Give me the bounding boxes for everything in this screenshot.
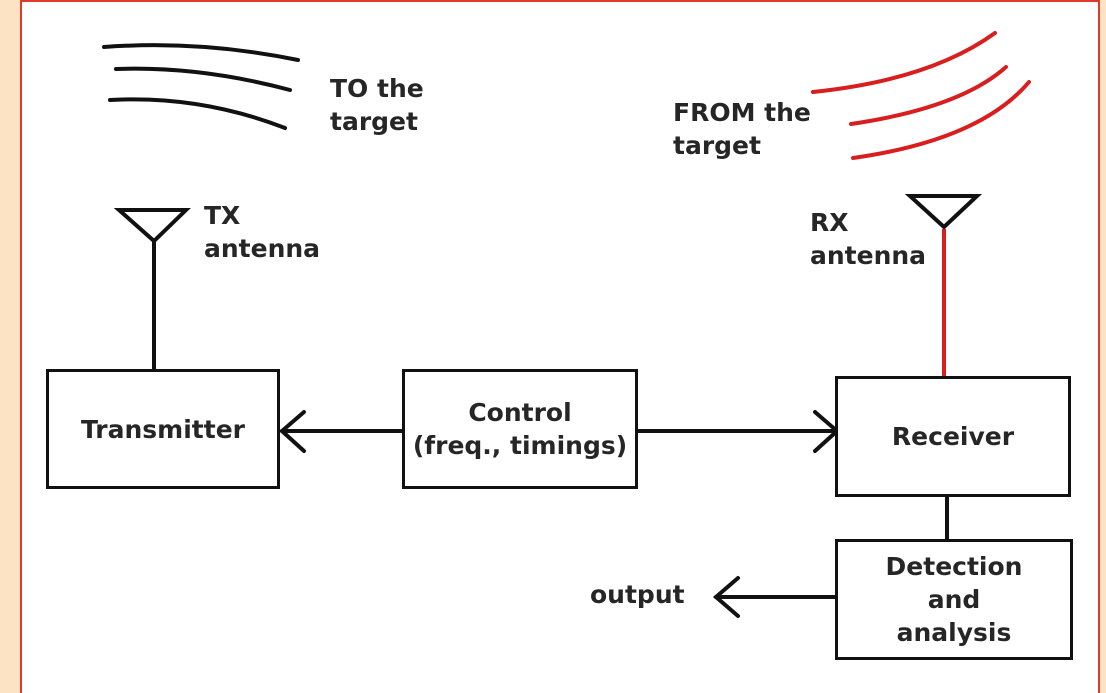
incoming-wave-label: FROM the target bbox=[673, 96, 811, 162]
control-block: Control (freq., timings) bbox=[402, 369, 638, 489]
tx-antenna-label: TX antenna bbox=[204, 199, 320, 265]
rx-antenna-label: RX antenna bbox=[810, 206, 926, 272]
outgoing-wave-label-line-1: TO the bbox=[330, 74, 424, 103]
transmitter-label: Transmitter bbox=[81, 414, 245, 444]
control-label-line-2: (freq., timings) bbox=[412, 431, 628, 460]
rx-antenna-icon bbox=[904, 194, 983, 377]
control-to-transmitter-arrow-icon bbox=[278, 410, 405, 453]
tx-antenna-label-line-1: TX bbox=[204, 201, 241, 230]
outgoing-wave-label: TO the target bbox=[330, 72, 424, 138]
control-label-line-1: Control bbox=[468, 398, 572, 427]
incoming-wave-label-line-1: FROM the bbox=[673, 98, 811, 127]
incoming-wave-icon bbox=[811, 31, 1031, 160]
detection-label-line-1: Detection bbox=[885, 552, 1023, 581]
output-arrow-icon bbox=[712, 576, 838, 618]
output-label: output bbox=[590, 580, 685, 609]
outgoing-wave-label-line-2: target bbox=[330, 107, 418, 136]
transmitter-block: Transmitter bbox=[46, 369, 280, 489]
tx-antenna-icon bbox=[113, 208, 191, 370]
detection-block: Detection and analysis bbox=[835, 539, 1073, 660]
control-to-receiver-arrow-icon bbox=[634, 410, 841, 453]
rx-antenna-label-line-1: RX bbox=[810, 208, 849, 237]
tx-antenna-label-line-2: antenna bbox=[204, 234, 321, 263]
rx-antenna-label-line-2: antenna bbox=[810, 241, 927, 270]
receiver-block: Receiver bbox=[835, 376, 1071, 497]
receiver-label: Receiver bbox=[891, 422, 1015, 451]
incoming-wave-label-line-2: target bbox=[673, 131, 761, 160]
detection-label-line-2: and bbox=[927, 585, 981, 614]
detection-label-line-3: analysis bbox=[896, 618, 1012, 647]
outgoing-wave-icon bbox=[102, 43, 300, 130]
